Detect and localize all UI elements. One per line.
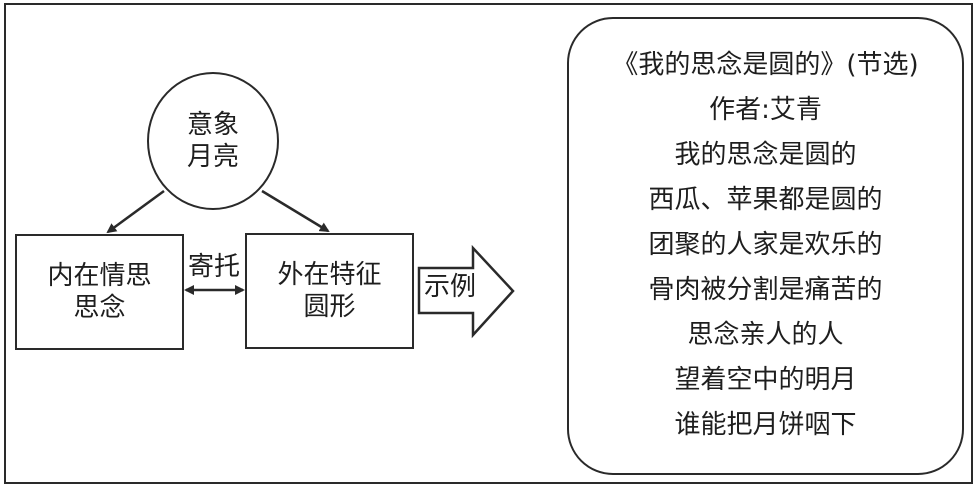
example-arrow-label: 示例 [424,272,477,302]
example-block-arrow [417,244,515,339]
poem-line: 我的思念是圆的 [674,140,857,170]
arrow-to-outer [261,189,330,233]
poem-line: 谁能把月饼咽下 [674,410,857,440]
diagram-frame [4,3,973,484]
poem-line: 西瓜、苹果都是圆的 [648,185,883,215]
poem-author: 作者:艾青 [709,95,822,125]
poem-line: 思念亲人的人 [687,320,844,350]
concept-node-moon: 意象 月亮 [147,72,279,210]
outer-feature-node: 外在特征 圆形 [245,233,414,349]
poem-title: 《我的思念是圆的》(节选) [612,50,919,80]
arrow-to-inner [106,189,165,234]
poem-panel: 《我的思念是圆的》(节选) 作者:艾青 我的思念是圆的 西瓜、苹果都是圆的 团聚… [567,17,964,475]
poem-line: 骨肉被分割是痛苦的 [648,275,883,305]
link-label: 寄托 [188,252,241,282]
concept-node-line: 意象 [186,110,239,140]
poem-line: 团聚的人家是欢乐的 [648,230,883,260]
outer-node-line: 外在特征 [277,260,382,290]
concept-node-line: 月亮 [186,142,239,172]
poem-line: 望着空中的明月 [674,365,857,395]
inner-node-line: 内在情思 [47,261,152,291]
inner-emotion-node: 内在情思 思念 [15,234,184,350]
outer-node-line: 圆形 [303,292,356,322]
inner-node-line: 思念 [73,293,126,323]
